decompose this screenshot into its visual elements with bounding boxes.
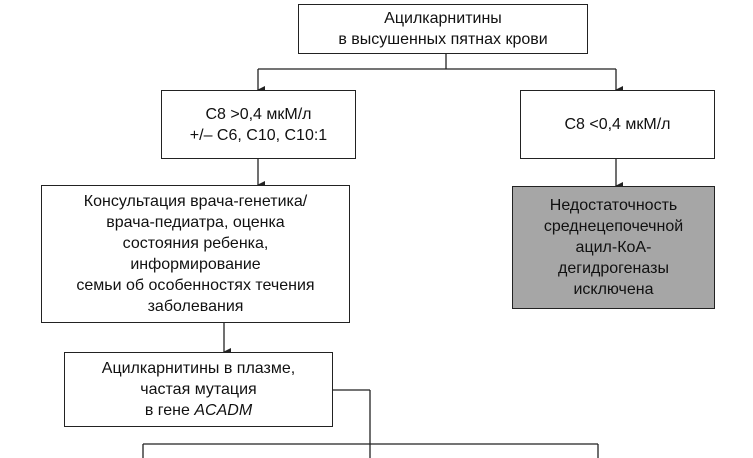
box-text-line: С8 <0,4 мкМ/л: [564, 116, 671, 133]
box-text-line: исключена: [573, 281, 654, 298]
box-text-line: частая мутация: [140, 381, 257, 398]
box-c8-below-threshold: С8 <0,4 мкМ/л: [520, 90, 715, 159]
box-text-line: Ацилкарнитины: [384, 10, 502, 27]
box-dried-blood-spot-acylcarnitines: Ацилкарнитины в высушенных пятнах крови: [298, 4, 588, 54]
box-text-line: Недостаточность: [549, 197, 678, 214]
box-plasma-acylcarnitines-mutation: Ацилкарнитины в плазме, частая мутация в…: [64, 352, 333, 427]
box-text-line: информирование: [130, 256, 261, 273]
box-text-line: в высушенных пятнах крови: [338, 31, 548, 48]
box-text-line: Ацилкарнитины в плазме,: [101, 360, 296, 377]
box-text-line: дегидрогеназы: [558, 260, 669, 277]
box-genetic-consultation: Консультация врача-генетика/ врача-педиа…: [41, 185, 350, 323]
box-text-line-gene: в гене ACADM: [145, 400, 252, 421]
box-text-line: среднецепочечной: [543, 218, 684, 235]
box-c8-above-threshold: С8 >0,4 мкМ/л +/– С6, С10, С10:1: [161, 90, 356, 159]
gene-name: ACADM: [194, 402, 253, 419]
gene-prefix: в гене: [144, 402, 195, 419]
box-text-line: +/– С6, С10, С10:1: [189, 126, 328, 144]
box-text-line: заболевания: [147, 298, 244, 315]
box-text-line: врача-педиатра, оценка: [106, 214, 285, 231]
box-mcad-deficiency-excluded: Недостаточность среднецепочечной ацил-Ко…: [512, 186, 715, 309]
box-text-line: семьи об особенностях течения: [76, 277, 315, 294]
box-text-line: состояния ребенка,: [122, 235, 269, 252]
box-text-line: Консультация врача-генетика/: [83, 193, 308, 210]
box-text-line: С8 >0,4 мкМ/л: [205, 105, 312, 123]
box-text-line: ацил-КоА-: [575, 239, 652, 256]
